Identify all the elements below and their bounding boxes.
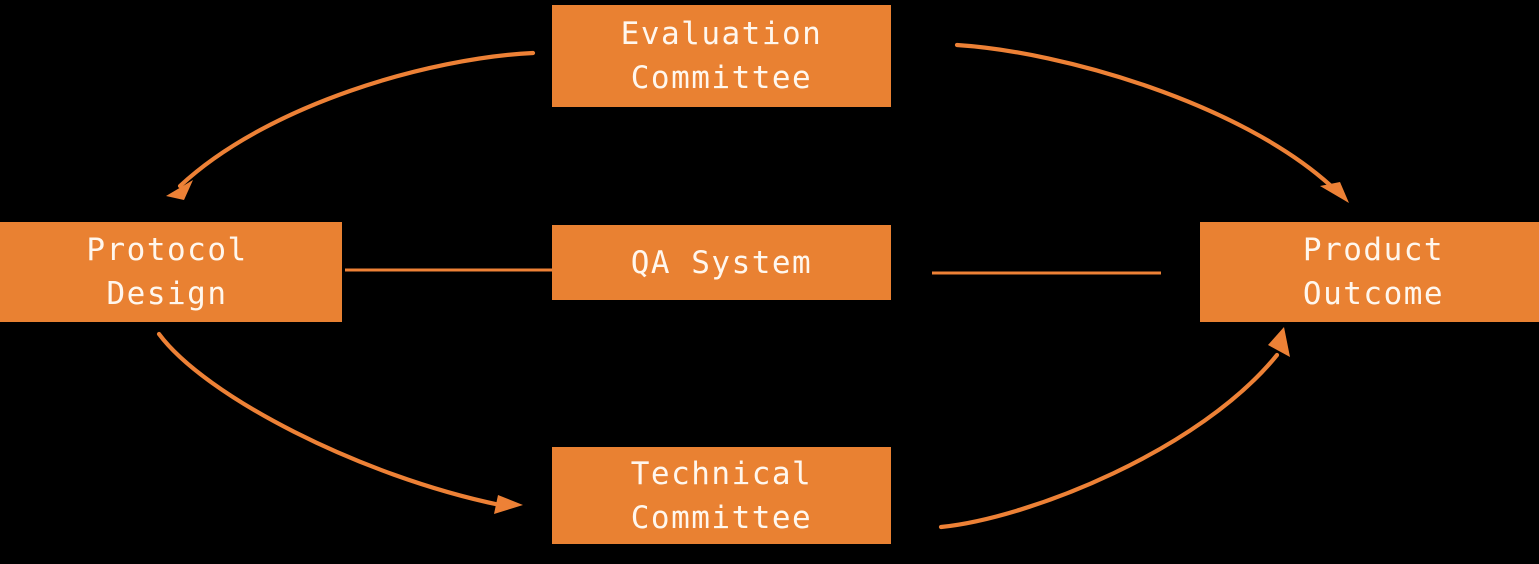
node-label-line: Protocol — [86, 232, 248, 268]
node-label-line: Committee — [630, 499, 813, 536]
edge-evaluation-to-protocol — [166, 50, 536, 200]
arrowhead-icon — [166, 180, 193, 200]
arrowhead-icon — [494, 495, 523, 514]
node-protocol-design[interactable]: Protocol Design — [0, 222, 342, 322]
node-technical-committee[interactable]: Technical Committee — [552, 447, 891, 544]
node-qa-system[interactable]: QA System — [552, 225, 891, 300]
node-evaluation-committee[interactable]: Evaluation Committee — [552, 5, 891, 107]
edge-protocol-to-technical — [156, 331, 523, 514]
node-label-line: QA System — [630, 244, 813, 281]
node-product-outcome[interactable]: Product Outcome — [1200, 222, 1539, 322]
edge-evaluation-to-product — [954, 42, 1349, 203]
arrowhead-icon — [1320, 182, 1349, 203]
node-label-line: Committee — [630, 60, 813, 96]
edge-technical-to-product — [938, 327, 1290, 530]
node-label-line: Evaluation — [620, 16, 823, 52]
node-label-line: Design — [106, 276, 228, 312]
node-label-line: Technical — [630, 455, 813, 492]
node-label-line: Product — [1302, 232, 1445, 268]
node-label-line: Outcome — [1302, 276, 1445, 312]
arrowhead-icon — [1268, 327, 1290, 357]
